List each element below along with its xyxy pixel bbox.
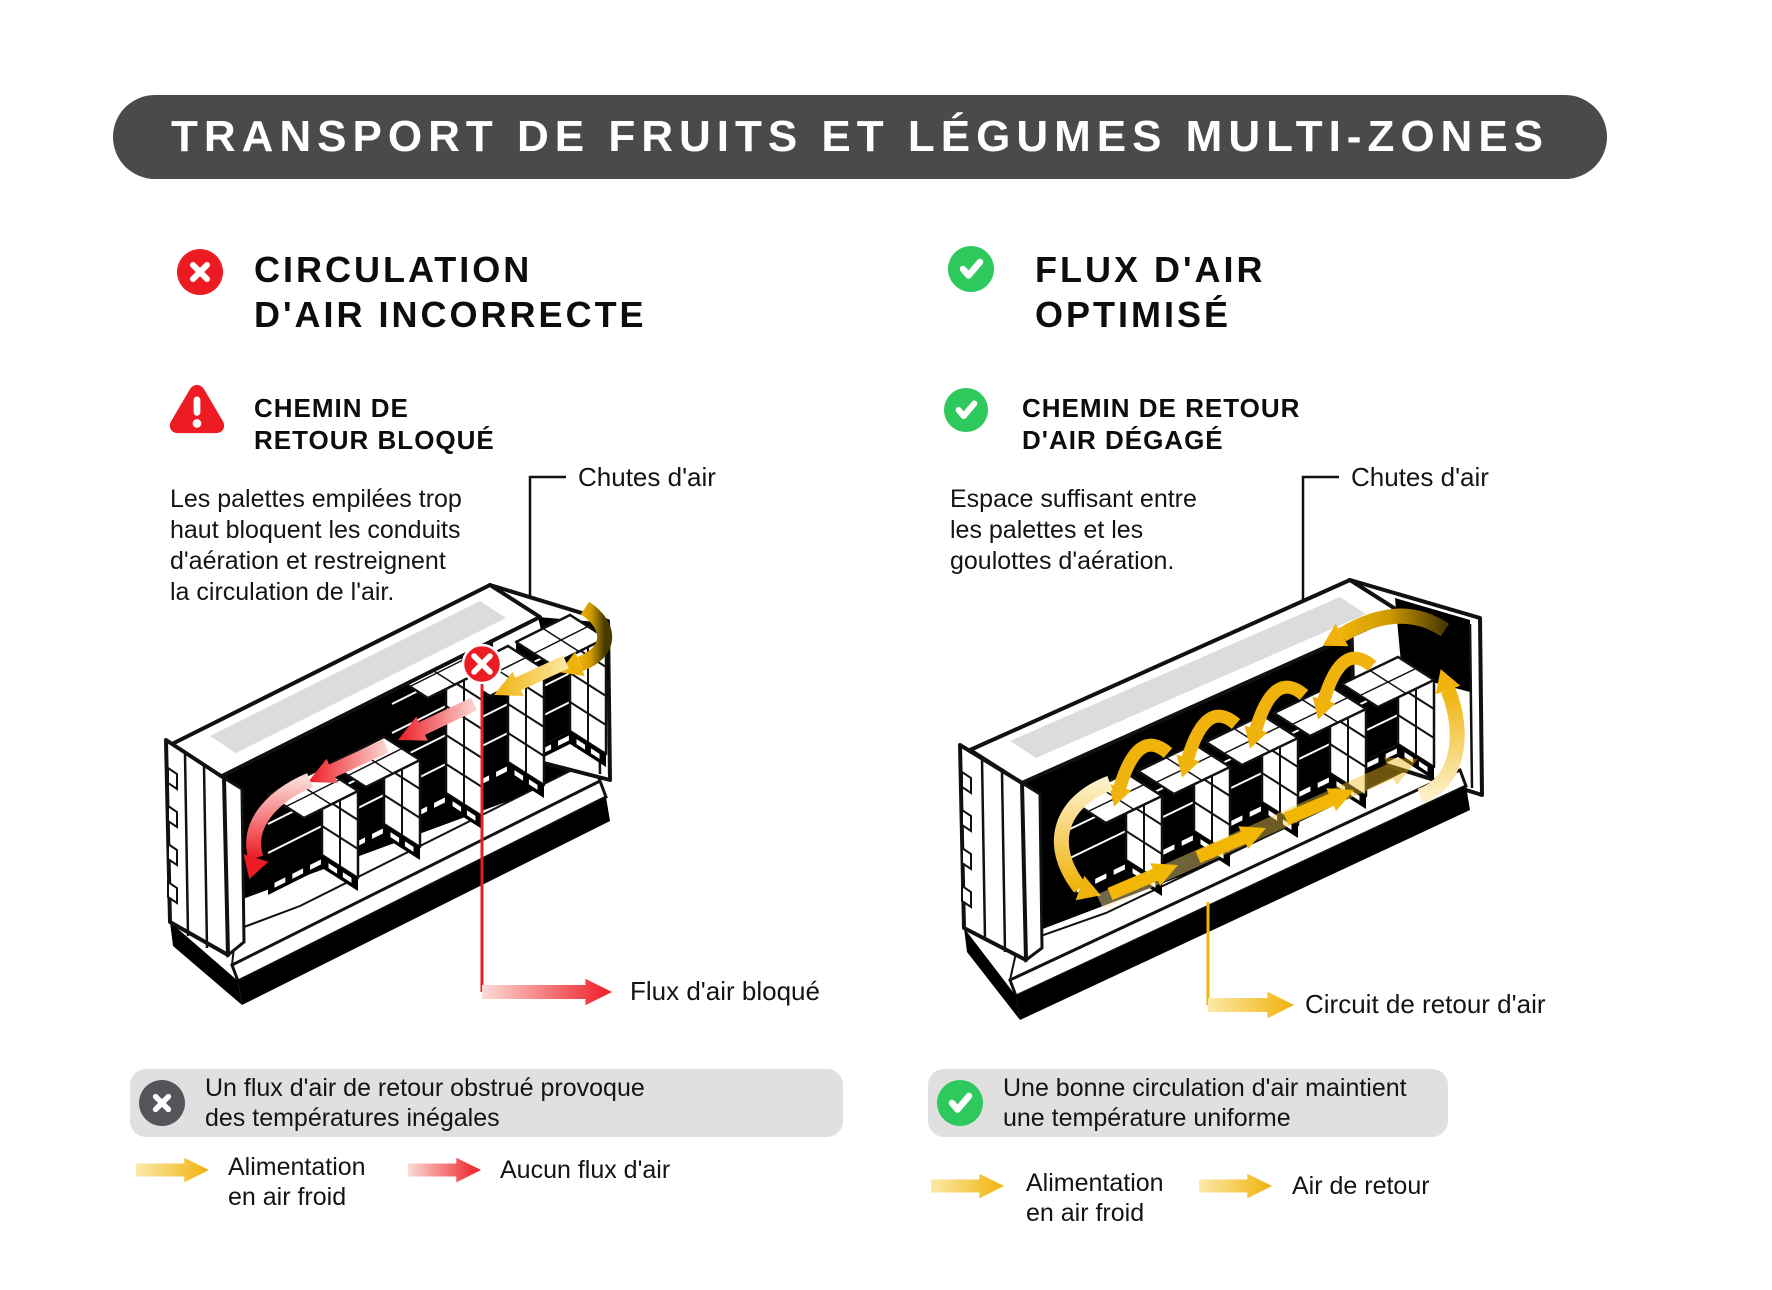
left-container-illustration [164,583,613,1006]
right-legend-return-label: Air de retour [1292,1172,1430,1200]
left-duct-leader-line [528,475,566,630]
right-return-circuit-label: Circuit de retour d'air [1305,989,1546,1019]
page-title: TRANSPORT DE FRUITS ET LÉGUMES MULTI-ZON… [170,112,1550,161]
left-description: Les palettes empilées trop haut bloquent… [170,485,462,606]
title-banner: TRANSPORT DE FRUITS ET LÉGUMES MULTI-ZON… [113,95,1607,179]
left-duct-label: Chutes d'air [578,462,716,492]
green-check-circle-icon [944,388,988,432]
left-note-box: Un flux d'air de retour obstrué provoque… [130,1069,843,1137]
right-duct-label: Chutes d'air [1351,462,1489,492]
check-glyph [959,258,984,279]
left-blocked-flow-label: Flux d'air bloqué [630,976,820,1006]
left-note-text: Un flux d'air de retour obstrué provoque… [205,1074,645,1132]
cold-air-supply-arrow-icon [931,1173,1004,1199]
right-description: Espace suffisant entre les palettes et l… [950,485,1197,575]
return-air-arrow-icon [1199,1173,1272,1199]
warning-triangle-icon [168,382,226,436]
right-subheading: CHEMIN DE RETOUR D'AIR DÉGAGÉ [1022,393,1301,455]
right-note-text: Une bonne circulation d'air maintient un… [1003,1074,1407,1132]
cold-air-supply-arrow-icon [136,1157,209,1183]
green-check-circle-icon [937,1080,983,1126]
left-heading: CIRCULATION D'AIR INCORRECTE [254,249,647,335]
left-legend-supply-label: Alimentation en air froid [228,1153,366,1211]
red-cross-circle-icon [177,249,223,295]
gray-cross-circle-icon [139,1080,185,1126]
right-duct-leader-line [1301,475,1339,649]
right-note-box: Une bonne circulation d'air maintient un… [928,1069,1448,1137]
right-container-illustration [958,578,1484,1020]
left-legend-blocked-label: Aucun flux d'air [500,1156,671,1184]
right-heading: FLUX D'AIR OPTIMISÉ [1035,249,1266,335]
no-airflow-arrow-icon [408,1157,481,1183]
cross-glyph [190,262,210,282]
green-check-circle-icon [948,246,994,292]
left-subheading: CHEMIN DE RETOUR BLOQUÉ [254,393,495,455]
right-legend-supply-label: Alimentation en air froid [1026,1169,1164,1227]
